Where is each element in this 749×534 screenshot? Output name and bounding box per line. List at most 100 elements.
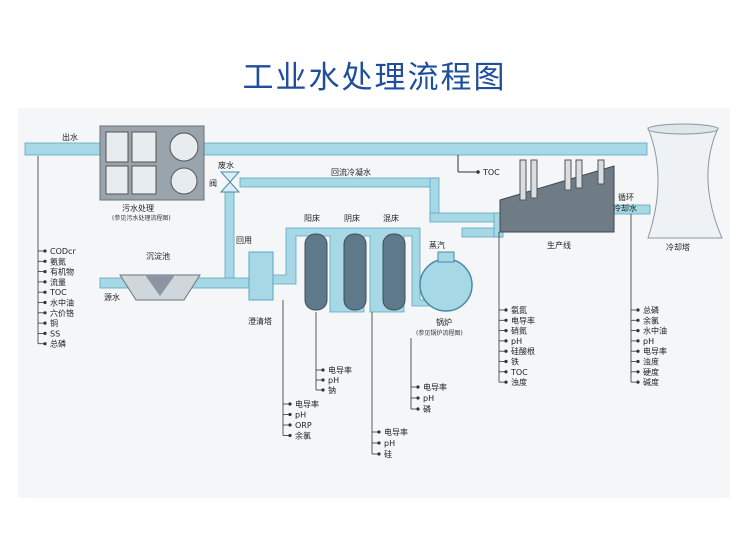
param-item-tower: 硬度 bbox=[643, 367, 659, 377]
param-item-tower: 浊度 bbox=[643, 357, 659, 367]
param-item-production: 电导率 bbox=[511, 315, 535, 325]
treatment-cell-5 bbox=[131, 165, 157, 195]
param-item-clear: 余氯 bbox=[295, 431, 311, 441]
param-item-source: 有机物 bbox=[50, 267, 74, 277]
param-dot bbox=[43, 280, 47, 284]
param-item-source: 氨氮 bbox=[50, 256, 66, 266]
label-outlet: 出水 bbox=[62, 132, 78, 142]
param-dot bbox=[636, 370, 640, 374]
param-item-boiler: pH bbox=[423, 394, 434, 403]
param-dot bbox=[636, 308, 640, 312]
label-production-line: 生产线 bbox=[547, 240, 571, 250]
param-dot bbox=[43, 249, 47, 253]
param-dot bbox=[43, 300, 47, 305]
param-dot bbox=[636, 339, 640, 343]
chimney-1 bbox=[519, 159, 527, 201]
param-dot bbox=[377, 430, 381, 434]
param-dot bbox=[321, 378, 325, 382]
label-boiler: 锅炉 bbox=[436, 317, 452, 327]
chimney-4 bbox=[575, 159, 583, 189]
param-item-mixed: 电导率 bbox=[384, 427, 408, 437]
param-dot bbox=[416, 385, 420, 389]
label-return-condensate: 回流冷凝水 bbox=[331, 167, 371, 177]
param-dot bbox=[288, 412, 292, 417]
param-dot bbox=[636, 359, 640, 364]
param-dot bbox=[321, 388, 325, 392]
param-dot bbox=[377, 452, 381, 456]
param-dot bbox=[43, 342, 47, 346]
param-item-tower: 总磷 bbox=[643, 305, 659, 315]
param-dot bbox=[416, 407, 420, 411]
param-item-production: 硅酸根 bbox=[511, 346, 535, 356]
page-title: 工业水处理流程图 bbox=[242, 60, 507, 96]
label-raw-water: 源水 bbox=[104, 292, 120, 302]
param-item-tower: 碱度 bbox=[643, 377, 659, 387]
param-item-source: TOC bbox=[49, 288, 67, 297]
clarifier-cone bbox=[145, 275, 175, 296]
label-cation-bed: 阳床 bbox=[304, 213, 320, 223]
param-item-production: 铁 bbox=[511, 357, 519, 367]
param-item-cation: pH bbox=[328, 376, 339, 385]
param-item-boiler: 电导率 bbox=[423, 382, 447, 392]
param-dot bbox=[288, 423, 292, 427]
param-item-source: SS bbox=[50, 329, 60, 338]
param-item-cation: 钠 bbox=[328, 385, 336, 395]
label-steam: 蒸汽 bbox=[429, 240, 445, 250]
chimney-2 bbox=[530, 159, 538, 199]
param-dot bbox=[504, 308, 508, 312]
param-item-mixed: pH bbox=[384, 439, 395, 448]
param-item-cation: 电导率 bbox=[328, 365, 352, 375]
param-dot bbox=[636, 349, 640, 353]
param-dot bbox=[43, 259, 47, 263]
param-item-tower: pH bbox=[643, 337, 654, 346]
cation-bed bbox=[304, 233, 328, 311]
param-dot bbox=[636, 380, 640, 384]
param-item-tower: 水中油 bbox=[643, 326, 667, 336]
label-clarifier: 沉淀池 bbox=[146, 251, 170, 261]
param-item-boiler: 磷 bbox=[423, 404, 431, 414]
cooling-tower bbox=[647, 127, 723, 239]
label-anion-bed: 阴床 bbox=[344, 213, 360, 223]
param-dot bbox=[43, 331, 47, 335]
param-item-source: 流量 bbox=[50, 277, 66, 287]
param-dot bbox=[504, 359, 508, 364]
clear-water-tank bbox=[248, 251, 274, 301]
treatment-cell-6 bbox=[170, 167, 198, 195]
param-dot bbox=[288, 433, 292, 438]
chimney-5 bbox=[597, 159, 605, 185]
param-item-production: TOC bbox=[510, 368, 528, 377]
label-boiler-note: (参见锅炉流程图) bbox=[416, 329, 463, 337]
param-dot bbox=[504, 349, 508, 353]
param-item-clear: ORP bbox=[295, 421, 312, 430]
param-dot bbox=[43, 290, 47, 294]
parameter-lists: CODcr氨氮有机物流量TOC水中油六价铬铜SS总磷电导率pH钠电导率pHORP… bbox=[37, 156, 667, 459]
toc-probe-dot bbox=[476, 170, 480, 174]
label-clear-tank: 澄清塔 bbox=[248, 316, 272, 326]
label-toc-top: TOC bbox=[482, 168, 500, 177]
param-dot bbox=[504, 339, 508, 343]
param-item-clear: pH bbox=[295, 411, 306, 420]
boiler bbox=[419, 258, 473, 312]
valve-icon-lower bbox=[219, 181, 241, 193]
param-item-source: CODcr bbox=[50, 247, 76, 256]
param-dot bbox=[504, 329, 508, 333]
param-item-source: 总磷 bbox=[50, 339, 66, 349]
treatment-cell-3 bbox=[169, 132, 199, 162]
label-mixed-bed: 混床 bbox=[383, 213, 399, 223]
param-dot bbox=[43, 270, 47, 274]
treatment-cell-1 bbox=[105, 131, 129, 163]
param-dot bbox=[504, 318, 508, 322]
param-dot bbox=[43, 311, 47, 315]
param-item-tower: 电导率 bbox=[643, 346, 667, 356]
param-dot bbox=[636, 329, 640, 333]
param-item-production: 浊度 bbox=[511, 377, 527, 387]
param-item-tower: 余氯 bbox=[643, 315, 659, 325]
param-item-production: 硝氮 bbox=[511, 326, 527, 336]
param-dot bbox=[636, 318, 640, 322]
param-dot bbox=[43, 321, 47, 325]
label-wastewater-treatment: 污水处理 bbox=[122, 203, 154, 213]
valve-icon bbox=[219, 171, 241, 183]
param-dot bbox=[377, 441, 381, 445]
label-wastewater-note: (参见污水处理流程图) bbox=[112, 214, 171, 222]
